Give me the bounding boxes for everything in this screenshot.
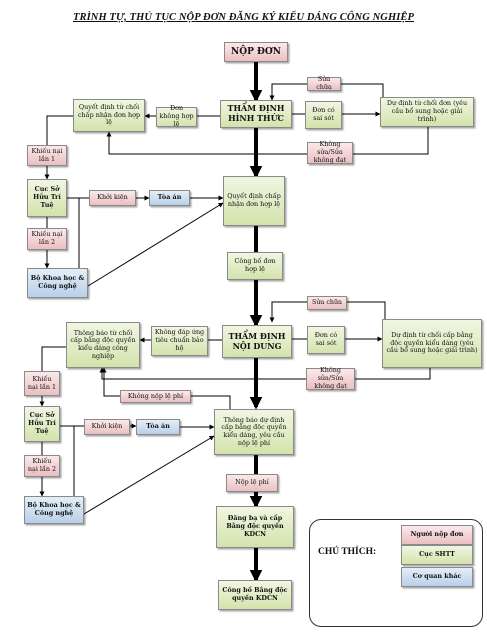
legend-title: CHÚ THÍCH: <box>318 547 377 557</box>
lawsuit-node-1: Khởi kiện <box>89 190 136 206</box>
no-fix-node-1: Không sửa/Sửa không đạt <box>307 141 353 164</box>
no-fee-payment-node: Không nộp lệ phí <box>120 390 191 403</box>
submit-application-node: NỘP ĐƠN <box>224 42 288 62</box>
complaint-first-node-1: Khiếu nại lần 1 <box>27 145 67 166</box>
intended-rejection-node: Dự định từ chối đơn (yêu cầu bổ sung hoặ… <box>380 97 474 127</box>
register-grant-patent-node: Đăng bạ và cấp Bằng độc quyền KDCN <box>216 506 294 548</box>
legend-other-agency: Cơ quan khác <box>401 567 473 587</box>
ip-office-node-2: Cục Sở Hữu Trí Tuệ <box>24 406 60 442</box>
court-node-1: Tòa án <box>149 190 190 206</box>
lawsuit-node-2: Khởi kiện <box>84 419 130 435</box>
legend-applicant: Người nộp đơn <box>401 525 473 545</box>
intended-refusal-node: Dự định từ chối cấp bằng độc quyền kiểu … <box>382 319 482 368</box>
complaint-first-node-2: Khiếu nại lần 1 <box>24 371 60 396</box>
ministry-science-node-1: Bộ Khoa học & Công nghệ <box>27 268 88 298</box>
reject-valid-application-decision-node: Quyết định từ chối chấp nhận đơn hợp lệ <box>73 99 145 132</box>
pay-fee-node: Nộp lệ phí <box>226 474 278 492</box>
application-error-node-2: Đơn có sai sót <box>307 326 345 354</box>
application-error-node-1: Đơn có sai sót <box>305 101 342 129</box>
no-fix-node-2: Không sửa/Sửa không đạt <box>306 367 355 390</box>
complaint-second-node-1: Khiếu nại lần 2 <box>27 228 67 250</box>
complaint-second-node-2: Khiếu nại lần 2 <box>24 455 60 477</box>
not-meet-protection-node: Không đáp ứng tiêu chuẩn bảo hộ <box>151 326 208 356</box>
ip-office-node-1: Cục Sở Hữu Trí Tuệ <box>27 179 67 217</box>
refusal-notice-node: Thông báo từ chối cấp bằng độc quyền kiể… <box>66 322 140 368</box>
legend-ip-office: Cục SHTT <box>401 545 473 565</box>
edit-node-2: Sửa chữa <box>307 296 347 310</box>
diagram-title: TRÌNH TỰ, THỦ TỤC NỘP ĐƠN ĐĂNG KÝ KIỂU D… <box>72 12 415 23</box>
court-node-2: Tòa án <box>136 419 180 435</box>
edit-node-1: Sửa chữa <box>307 75 341 91</box>
grant-intent-notice-node: Thông báo dự định cấp bằng độc quyền kiể… <box>214 409 294 455</box>
accept-valid-application-decision-node: Quyết định chấp nhận đơn hợp lệ <box>223 176 285 226</box>
invalid-application-node: Đơn không hợp lệ <box>156 105 197 128</box>
publish-patent-node: Công bố Bằng độc quyền KDCN <box>218 580 292 610</box>
ministry-science-node-2: Bộ Khoa học & Công nghệ <box>24 496 84 524</box>
formal-examination-node: THẨM ĐỊNH HÌNH THỨC <box>220 100 292 128</box>
substantive-examination-node: THẨM ĐỊNH NỘI DUNG <box>222 325 292 358</box>
publish-valid-application-node: Công bố đơn hợp lệ <box>227 252 283 280</box>
